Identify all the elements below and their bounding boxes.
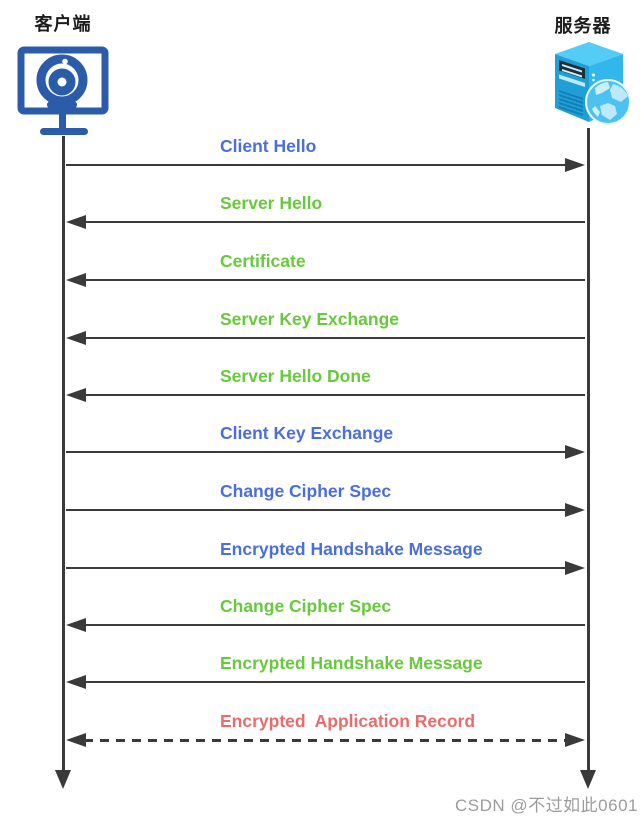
message-arrow-left-icon (66, 617, 585, 633)
message-arrow-right-icon (66, 560, 585, 576)
message-arrow-left-icon (66, 387, 585, 403)
message-label: Change Cipher Spec (220, 481, 392, 501)
message-label: Server Hello Done (220, 366, 371, 386)
message-arrow-right-icon (66, 157, 585, 173)
server-lifeline-arrowhead-icon (580, 770, 596, 789)
client-lifeline (62, 136, 65, 772)
client-lifeline-arrowhead-icon (55, 770, 71, 789)
message-arrow-left-icon (66, 330, 585, 346)
server-lifeline (587, 128, 590, 772)
message-arrow-right-icon (66, 502, 585, 518)
watermark: CSDN @不过如此0601 (455, 796, 638, 815)
message-label: Change Cipher Spec (220, 596, 392, 616)
message-arrow-right-icon (66, 444, 585, 460)
client-actor-label: 客户端 (34, 14, 92, 34)
message-label: Client Key Exchange (220, 423, 394, 443)
message-label: Encrypted Handshake Message (220, 653, 483, 673)
message-label: Certificate (220, 251, 306, 271)
message-label: Encrypted Application Record (220, 711, 476, 731)
message-label: Client Hello (220, 136, 317, 156)
message-label: Server Hello (220, 193, 323, 213)
monitor-webcam-icon (17, 46, 109, 135)
message-arrow-left-icon (66, 674, 585, 690)
message-arrow-left-icon (66, 272, 585, 288)
message-label: Encrypted Handshake Message (220, 539, 483, 559)
message-arrow-bidirectional-icon (66, 732, 585, 748)
server-actor-label: 服务器 (554, 16, 612, 36)
message-label: Server Key Exchange (220, 309, 399, 329)
server-tower-globe-icon (555, 42, 631, 125)
message-arrow-left-icon (66, 214, 585, 230)
